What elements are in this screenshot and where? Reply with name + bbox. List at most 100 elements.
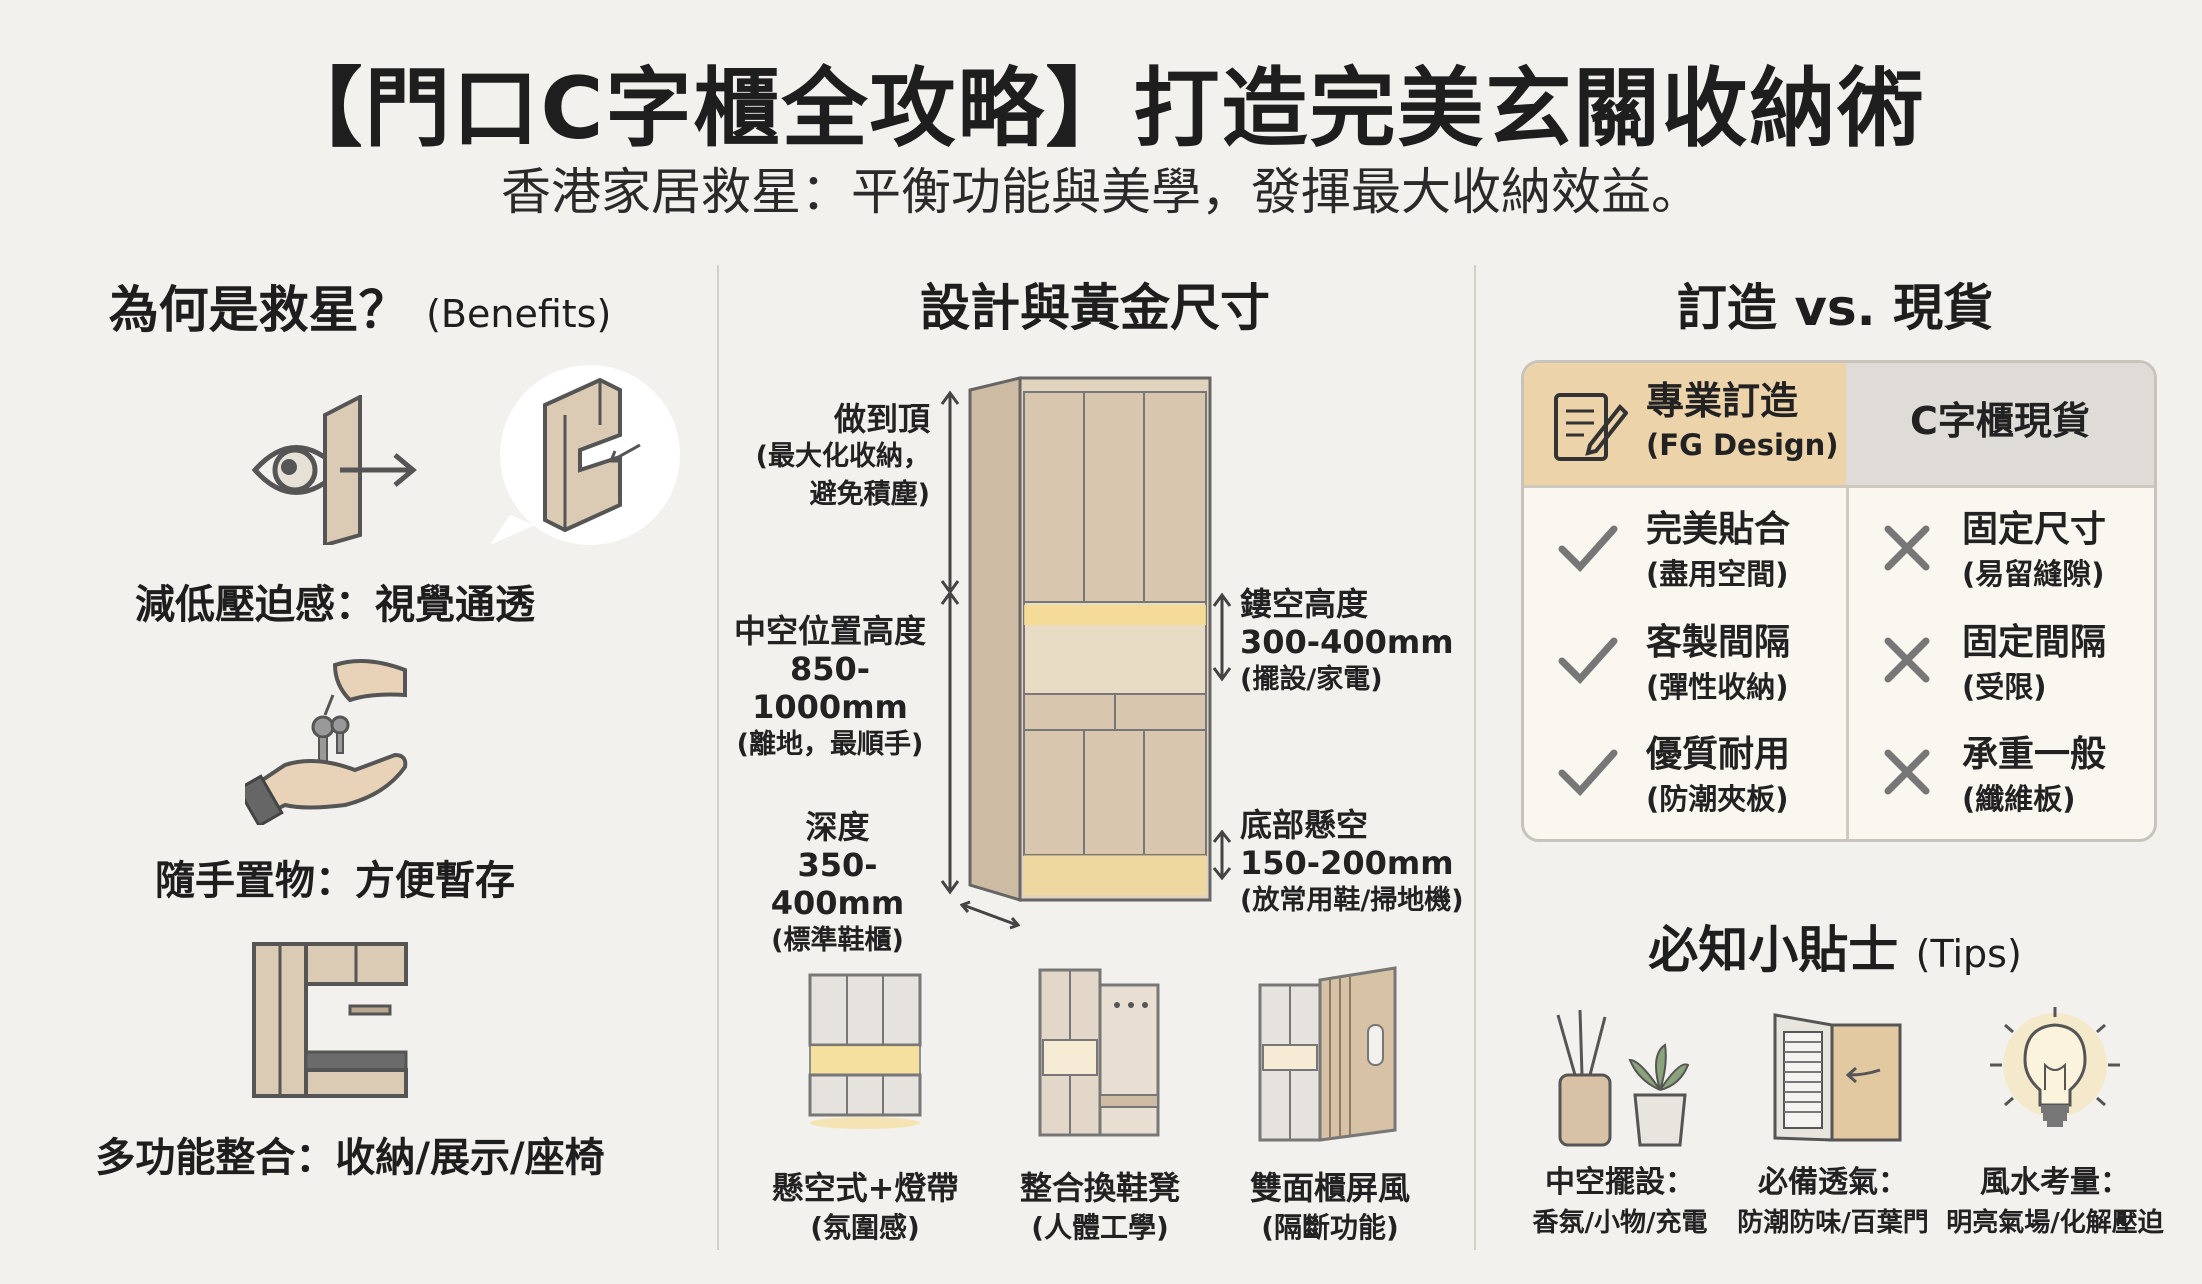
style-label-2: 整合換鞋凳 (1019, 1169, 1180, 1207)
dim-bottom: 底部懸空 150-200mm (放常用鞋/掃地機) (1240, 806, 1470, 920)
hand-keys-icon (245, 659, 408, 825)
dim-top-sub2: 避免積塵) (809, 479, 930, 510)
dim-mid-sub: (離地，最順手) (736, 729, 924, 760)
custom-row-1-sub: (盡用空間) (1646, 557, 1789, 591)
dim-depth-sub: (標準鞋櫃) (771, 925, 904, 956)
benefit-label-2: 隨手置物：方便暫存 (155, 858, 515, 904)
custom-header-text: 專業訂造 (FG Design) (1646, 379, 1839, 467)
custom-row-1-label: 完美貼合 (1646, 509, 1791, 550)
dim-top-sub1: (最大化收納， (755, 441, 930, 472)
compare-title: 訂造 vs. 現貨 (1676, 279, 1994, 337)
dimension-arrows-left (940, 390, 960, 895)
column-divider-left (717, 265, 719, 1250)
check-icon (1558, 525, 1618, 573)
custom-row-2-sub: (彈性收納) (1646, 670, 1789, 704)
benefit-label-3: 多功能整合：收納/展示/座椅 (95, 1135, 605, 1181)
dim-mid-label: 中空位置高度 (733, 612, 926, 650)
cross-icon (1884, 637, 1930, 683)
dim-top-label: 做到頂 (833, 400, 930, 438)
c-cabinet-diagram (968, 376, 1212, 903)
tip-label-2: 必備透氣： (1758, 1165, 1908, 1200)
tip-sub-2: 防潮防味/百葉門 (1737, 1208, 1929, 1238)
tips-title: 必知小貼士 (Tips) (1500, 910, 2170, 982)
dimension-arrow-open (1212, 592, 1232, 682)
multi-function-cabinet-icon (252, 942, 408, 1098)
depth-arrow (960, 900, 1020, 930)
stock-row-2-label: 固定間隔 (1962, 622, 2107, 663)
stock-row-1-sub: (易留縫隙) (1962, 557, 2105, 591)
custom-row-3: 優質耐用 (防潮夾板) (1646, 733, 1790, 821)
cross-icon (1884, 749, 1930, 795)
louver-door-icon (1773, 1013, 1902, 1142)
check-icon (1558, 749, 1618, 797)
benefits-title-text: 為何是救星？ (108, 281, 409, 339)
page-subtitle: 香港家居救星：平衡功能與美學，發揮最大收納效益。 (501, 163, 1701, 221)
stock-row-3-label: 承重一般 (1962, 734, 2107, 775)
dim-open-sub: (擺設/家電) (1240, 664, 1383, 695)
design-title: 設計與黃金尺寸 (920, 279, 1270, 337)
dim-open-label: 鏤空高度 (1240, 585, 1369, 623)
style-sub-1: (氛圍感) (810, 1211, 920, 1244)
c-cabinet-bubble-icon (490, 365, 680, 545)
dim-depth: 深度 350-400mm (標準鞋櫃) (740, 808, 935, 960)
style-caption-3: 雙面櫃屏風 (隔斷功能) (1220, 1168, 1440, 1248)
double-sided-screen-cabinet-icon (1258, 966, 1397, 1142)
table-column-divider (1846, 485, 1849, 839)
benefit-label-1: 減低壓迫感：視覺通透 (135, 582, 535, 628)
style-sub-3: (隔斷功能) (1261, 1211, 1399, 1244)
dim-depth-value: 350-400mm (770, 846, 905, 922)
stock-title: C字櫃現貨 (1910, 399, 2090, 443)
custom-row-2: 客製間隔 (彈性收納) (1646, 621, 1790, 709)
floating-led-cabinet-icon (808, 973, 922, 1129)
eye-see-through-icon (251, 395, 417, 545)
comparison-table: 專業訂造 (FG Design) C字櫃現貨 完美貼合 (盡用空間) 固定尺寸 … (1521, 360, 2157, 842)
custom-row-1: 完美貼合 (盡用空間) (1646, 508, 1790, 596)
dim-bottom-value: 150-200mm (1240, 844, 1454, 882)
custom-sub: (FG Design) (1646, 428, 1839, 462)
style-label-3: 雙面櫃屏風 (1249, 1169, 1410, 1207)
style-sub-2: (人體工學) (1031, 1211, 1169, 1244)
shoe-bench-cabinet-icon (1038, 968, 1160, 1137)
cross-icon (1884, 525, 1930, 571)
stock-row-3: 承重一般 (纖維板) (1962, 733, 2106, 821)
tip-caption-2: 必備透氣： 防潮防味/百葉門 (1728, 1163, 1938, 1243)
stock-header: C字櫃現貨 (1846, 363, 2154, 485)
dim-mid-value: 850-1000mm (752, 650, 908, 726)
dimension-arrow-bottom (1212, 830, 1232, 880)
custom-title: 專業訂造 (1646, 379, 1799, 423)
custom-header: 專業訂造 (FG Design) (1524, 363, 1849, 485)
tip-label-1: 中空擺設： (1545, 1165, 1695, 1200)
light-bulb-icon (1990, 1007, 2120, 1127)
dim-middle: 中空位置高度 850-1000mm (離地，最順手) (725, 612, 935, 764)
tip-sub-3: 明亮氣場/化解壓迫 (1946, 1208, 2164, 1238)
custom-row-2-label: 客製間隔 (1646, 622, 1791, 663)
tip-caption-1: 中空擺設： 香氛/小物/充電 (1520, 1163, 1720, 1243)
stock-row-3-sub: (纖維板) (1962, 782, 2076, 816)
tip-sub-1: 香氛/小物/充電 (1532, 1208, 1708, 1238)
dim-bottom-label: 底部懸空 (1240, 806, 1369, 844)
tip-label-3: 風水考量： (1980, 1165, 2130, 1200)
dim-bottom-sub: (放常用鞋/掃地機) (1240, 885, 1464, 916)
tip-caption-3: 風水考量： 明亮氣場/化解壓迫 (1940, 1163, 2170, 1243)
dim-top: 做到頂 (最大化收納， 避免積塵) (735, 400, 930, 514)
dim-open-value: 300-400mm (1240, 623, 1454, 661)
tips-title-en: (Tips) (1915, 932, 2022, 976)
check-icon (1558, 637, 1618, 685)
dim-depth-label: 深度 (805, 808, 870, 846)
stock-row-2-sub: (受限) (1962, 670, 2047, 704)
style-caption-1: 懸空式+燈帶 (氛圍感) (755, 1168, 975, 1248)
benefits-title-en: (Benefits) (426, 292, 612, 336)
tips-title-text: 必知小貼士 (1648, 921, 1899, 979)
custom-row-3-label: 優質耐用 (1646, 734, 1791, 775)
document-pen-icon (1554, 393, 1628, 461)
table-header-divider (1524, 485, 2154, 488)
stock-row-1: 固定尺寸 (易留縫隙) (1962, 508, 2106, 596)
custom-row-3-sub: (防潮夾板) (1646, 782, 1789, 816)
dim-open: 鏤空高度 300-400mm (擺設/家電) (1240, 585, 1460, 699)
style-caption-2: 整合換鞋凳 (人體工學) (990, 1168, 1210, 1248)
column-divider-right (1474, 265, 1476, 1250)
page-title: 【門口C字櫃全攻略】打造完美玄關收納術 (276, 59, 1926, 159)
style-label-1: 懸空式+燈帶 (771, 1169, 959, 1207)
benefits-title: 為何是救星？ (Benefits) (60, 270, 660, 342)
stock-row-1-label: 固定尺寸 (1962, 509, 2107, 550)
